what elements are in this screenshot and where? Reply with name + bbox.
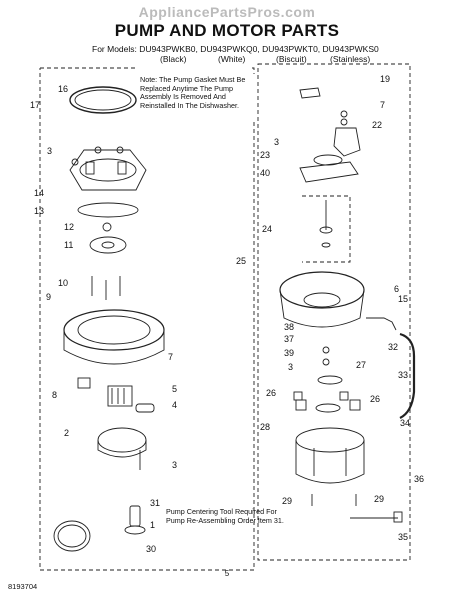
callout-36: 36: [414, 474, 424, 484]
callout-10: 10: [58, 278, 68, 288]
callout-3d: 3: [288, 362, 293, 372]
callout-8: 8: [52, 390, 57, 400]
callout-25: 25: [236, 256, 246, 266]
callout-29a: 29: [282, 496, 292, 506]
callout-30: 30: [146, 544, 156, 554]
callout-37: 37: [284, 334, 294, 344]
variant-biscuit: (Biscuit): [276, 54, 307, 64]
callout-39: 39: [284, 348, 294, 358]
callout-3b: 3: [172, 460, 177, 470]
pump-gasket-note: Note: The Pump Gasket Must Be Replaced A…: [140, 75, 246, 110]
callout-11: 11: [64, 240, 73, 250]
callout-28: 28: [260, 422, 270, 432]
callout-32: 32: [388, 342, 398, 352]
callout-3: 3: [47, 146, 52, 156]
callout-17: 17: [30, 100, 40, 110]
callout-5: 5: [172, 384, 177, 394]
callout-22: 22: [372, 120, 382, 130]
callout-4: 4: [172, 400, 177, 410]
callout-13: 13: [34, 206, 44, 216]
variant-white: (White): [218, 54, 246, 64]
callout-15: 15: [398, 294, 408, 304]
callout-27: 27: [356, 360, 366, 370]
callout-19: 19: [380, 74, 390, 84]
callout-6: 6: [394, 284, 399, 294]
left-assembly-frame: [39, 67, 255, 571]
variant-stainless: (Stainless): [330, 54, 371, 64]
callout-1: 1: [150, 520, 155, 530]
callout-33: 33: [398, 370, 408, 380]
callout-24: 24: [262, 224, 272, 234]
callout-3c: 3: [274, 137, 279, 147]
variant-black: (Black): [160, 54, 187, 64]
callout-40: 40: [260, 168, 270, 178]
callout-12: 12: [64, 222, 74, 232]
centering-tool-note: Pump Centering Tool Required For Pump Re…: [166, 507, 284, 525]
callout-34: 34: [400, 418, 410, 428]
model-list: For Models: DU943PWKB0, DU943PWKQ0, DU94…: [92, 44, 379, 54]
callout-7: 7: [168, 352, 173, 362]
callout-9: 9: [46, 292, 51, 302]
callout-16: 16: [58, 84, 68, 94]
models-text: DU943PWKB0, DU943PWKQ0, DU943PWKT0, DU94…: [139, 44, 379, 54]
page-number: 5: [224, 569, 230, 578]
callout-38: 38: [284, 322, 294, 332]
callout-26b: 26: [370, 394, 380, 404]
callout-29b: 29: [374, 494, 384, 504]
callout-14: 14: [34, 188, 44, 198]
watermark: AppliancePartsPros.com: [138, 4, 316, 20]
callout-23: 23: [260, 150, 270, 160]
models-prefix: For Models:: [92, 44, 137, 54]
doc-number: 8193704: [8, 582, 38, 591]
callout-31: 31: [150, 498, 160, 508]
right-assembly-frame: [257, 63, 411, 561]
callout-26a: 26: [266, 388, 276, 398]
callout-2: 2: [64, 428, 69, 438]
callout-35: 35: [398, 532, 408, 542]
callout-7b: 7: [380, 100, 385, 110]
page-title: PUMP AND MOTOR PARTS: [114, 21, 340, 40]
